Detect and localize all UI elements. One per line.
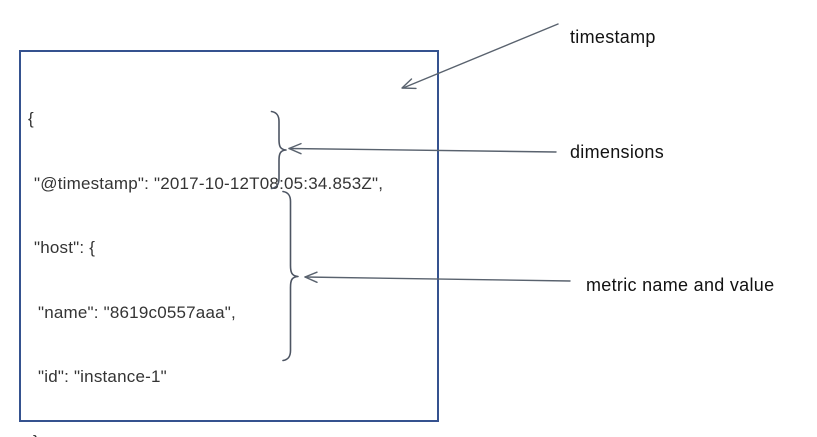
code-line-timestamp: "@timestamp": "2017-10-12T08:05:34.853Z"… [34, 173, 384, 193]
code-line-host-open: "host": { [34, 238, 96, 257]
label-metric-name-and-value: metric name and value [586, 275, 775, 295]
code-line-host-name: "name": "8619c0557aaa", [38, 302, 236, 322]
label-timestamp: timestamp [570, 27, 656, 47]
json-code-block: { "@timestamp": "2017-10-12T08:05:34.853… [21, 65, 437, 437]
code-line-root-open: { [28, 109, 34, 128]
code-line-host-close: }, [21, 431, 437, 437]
code-line-host-id: "id": "instance-1" [38, 367, 167, 386]
json-document-box: { "@timestamp": "2017-10-12T08:05:34.853… [19, 50, 439, 437]
label-dimensions: dimensions [570, 142, 665, 162]
